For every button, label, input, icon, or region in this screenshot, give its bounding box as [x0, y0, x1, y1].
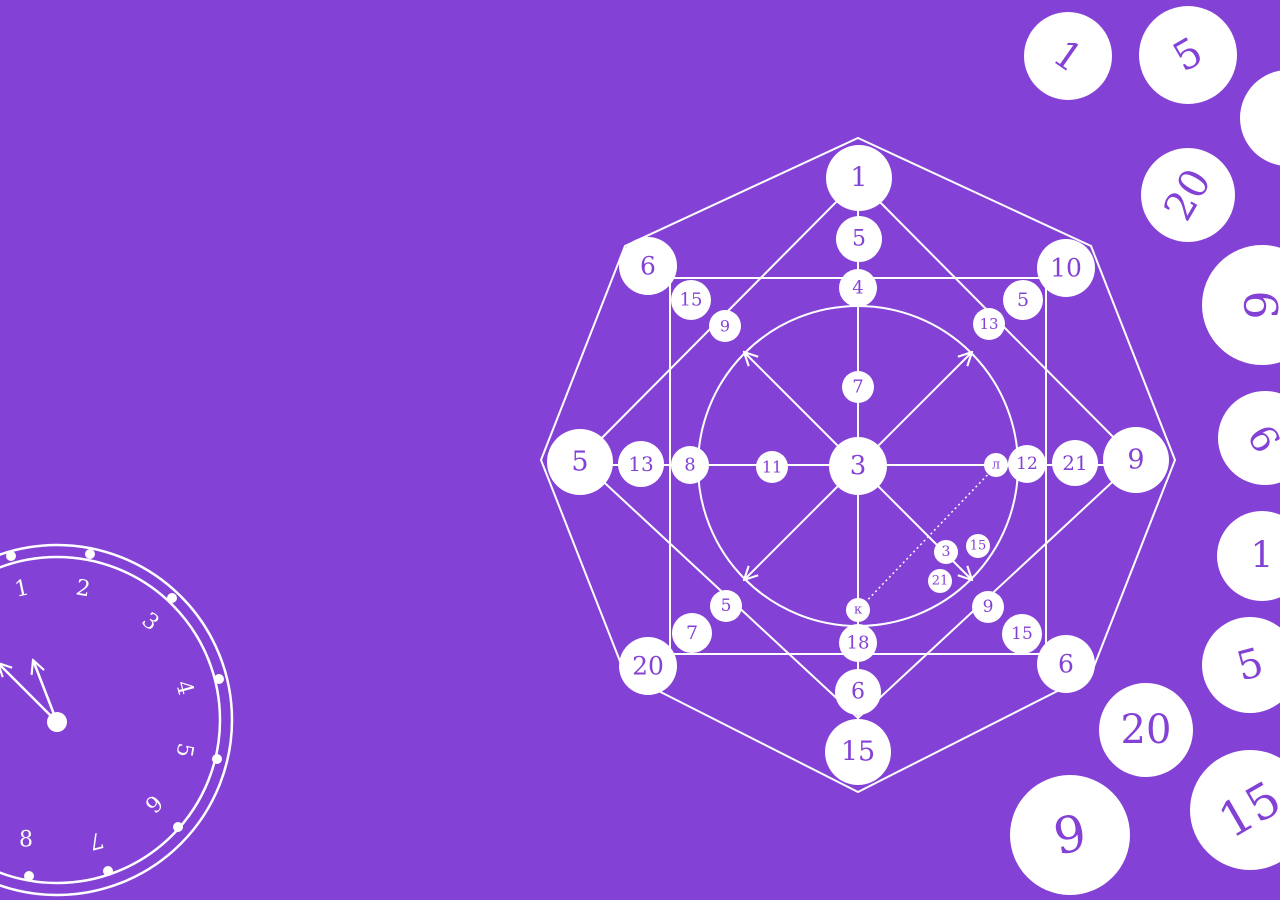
- node-top-right: 10: [1037, 239, 1095, 297]
- inner-nodes: 5 4 7 18 6 3 11 8 13 л 12 21 к 15 9: [618, 216, 1098, 715]
- side-badge: 1: [1217, 511, 1280, 601]
- node-top-left-label: 6: [640, 252, 656, 281]
- clock-numeral: 2: [74, 575, 92, 602]
- node-left-label: 5: [571, 447, 588, 478]
- side-badge: 9: [1202, 245, 1280, 365]
- node-right: 9: [1103, 427, 1169, 493]
- side-badge: 5: [1202, 617, 1280, 713]
- node-right-label: 9: [1127, 445, 1144, 476]
- node-top-inner-label: 7: [852, 377, 863, 398]
- node-top-right-label: 10: [1050, 254, 1082, 283]
- node-left-square: 13: [618, 441, 664, 487]
- side-badge-label: 1: [1251, 536, 1274, 577]
- side-badge-label: 9: [1235, 290, 1280, 319]
- clock-outer-ring: [0, 543, 234, 897]
- node-bottom-upper: 18: [839, 624, 877, 662]
- side-badge: 20: [1141, 148, 1235, 242]
- node-left-inner-label: 11: [762, 458, 782, 477]
- clock-numeral: 5: [170, 741, 197, 759]
- node-top-inner: 7: [842, 371, 874, 403]
- node-br-c-label: 21: [932, 574, 949, 589]
- side-badge: 15: [1190, 750, 1280, 870]
- node-left-inner: 11: [756, 451, 788, 483]
- side-badge: 1: [1024, 12, 1112, 100]
- node-right-outer-label: 21: [1062, 451, 1087, 475]
- clock-numeral: 8: [19, 828, 33, 853]
- node-bottom-right-label: 6: [1058, 650, 1074, 679]
- octagon-nodes: 1 10 9 6 15 20 5 6: [547, 145, 1169, 785]
- node-bottom-circle-label: к: [854, 603, 862, 618]
- node-diag-tl-inner: 9: [709, 310, 741, 342]
- clock-inner-ring: [0, 555, 222, 885]
- clock-numeral: 7: [86, 826, 106, 854]
- node-bottom: 15: [825, 719, 891, 785]
- node-center-label: 3: [850, 451, 867, 481]
- clock-numeral: 4: [170, 678, 198, 698]
- clock-dots: [6, 549, 224, 881]
- node-right-circle: л: [984, 453, 1008, 477]
- node-diag-tr-outer-label: 5: [1017, 289, 1029, 311]
- clock-minute-hand: [33, 660, 59, 723]
- clock: 1 2 3 4 5 6 7 8: [0, 543, 234, 897]
- side-badges: 1 5 20 9 9 1 5 20: [1010, 6, 1280, 895]
- node-bottom-circle: к: [846, 598, 870, 622]
- node-bottom-left: 20: [619, 637, 677, 695]
- node-top-square: 4: [839, 269, 877, 307]
- node-diag-br-inner: 9: [972, 591, 1004, 623]
- clock-center: [47, 712, 67, 732]
- octagon-outline: [539, 136, 1177, 794]
- node-right-outer: 21: [1052, 440, 1098, 486]
- node-left-circle: 8: [671, 446, 709, 484]
- node-diag-bl-outer-label: 7: [686, 622, 698, 644]
- side-badge-label: 20: [1121, 707, 1172, 753]
- node-br-a: 3: [934, 540, 958, 564]
- node-center: 3: [829, 437, 887, 495]
- node-diag-br-outer-label: 15: [1011, 624, 1033, 644]
- node-bottom-right: 6: [1037, 635, 1095, 693]
- node-br-b: 15: [966, 534, 990, 558]
- node-right-square: 12: [1008, 445, 1046, 483]
- node-bottom-upper-label: 18: [847, 633, 870, 654]
- side-badge: [1240, 70, 1280, 166]
- side-badge: 9: [1010, 775, 1130, 895]
- node-diag-tl-outer-label: 15: [680, 290, 703, 311]
- node-top-upper: 5: [836, 216, 882, 262]
- side-badge: 20: [1099, 683, 1193, 777]
- node-bottom-left-label: 20: [632, 652, 664, 681]
- node-bottom-lower-label: 6: [851, 680, 865, 705]
- node-top-left: 6: [619, 237, 677, 295]
- clock-numeral: 1: [13, 575, 32, 602]
- node-top: 1: [826, 145, 892, 211]
- node-diag-tr-inner: 13: [973, 308, 1005, 340]
- node-top-upper-label: 5: [852, 227, 866, 252]
- node-diag-bl-inner-label: 5: [721, 596, 732, 616]
- node-diag-bl-outer: 7: [672, 613, 712, 653]
- node-top-square-label: 4: [852, 278, 863, 299]
- node-diag-tr-outer: 5: [1003, 280, 1043, 320]
- node-br-c: 21: [928, 569, 952, 593]
- node-diag-tr-inner-label: 13: [979, 315, 998, 333]
- node-diag-tl-outer: 15: [671, 280, 711, 320]
- node-br-a-label: 3: [942, 544, 951, 560]
- side-badge: 5: [1139, 6, 1237, 104]
- side-badge: 9: [1218, 391, 1280, 485]
- node-br-b-label: 15: [970, 539, 987, 554]
- node-diag-bl-inner: 5: [710, 590, 742, 622]
- node-top-label: 1: [850, 163, 867, 194]
- node-bottom-lower: 6: [835, 669, 881, 715]
- node-bottom-label: 15: [841, 737, 875, 768]
- clock-hour-hand: [0, 663, 58, 723]
- node-left-square-label: 13: [628, 452, 653, 476]
- node-right-circle-label: л: [992, 458, 1000, 473]
- node-left: 5: [547, 429, 613, 495]
- dotted-connector: [857, 465, 997, 611]
- node-left-circle-label: 8: [684, 455, 695, 476]
- node-diag-tl-inner-label: 9: [720, 317, 730, 336]
- node-right-square-label: 12: [1016, 454, 1038, 474]
- node-diag-br-inner-label: 9: [983, 597, 994, 617]
- node-diag-br-outer: 15: [1002, 614, 1042, 654]
